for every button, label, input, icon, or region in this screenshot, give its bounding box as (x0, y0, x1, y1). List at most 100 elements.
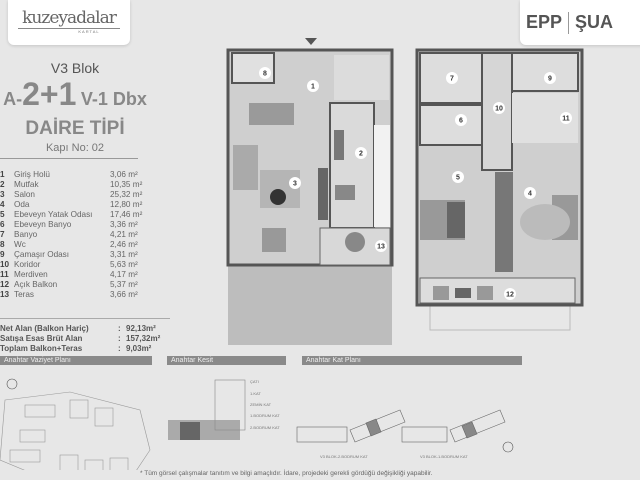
entrance-arrow-icon (305, 38, 317, 45)
floor-plan-lower (415, 48, 584, 331)
brand-logo: kuzeyadalar KARTAL (8, 0, 130, 45)
room-area: 3,31 m² (110, 250, 138, 259)
room-n: 13 (0, 290, 10, 299)
room-n: 8 (0, 240, 5, 249)
total-label: Toplam Balkon+Teras (0, 344, 83, 353)
brand-name: kuzeyadalar (18, 8, 120, 29)
room-marker-number: 3 (293, 181, 297, 188)
compass-icon (502, 441, 514, 453)
disclaimer-note: * Tüm görsel çalışmalar tanıtım ve bilgi… (140, 470, 433, 477)
total-label: Satışa Esas Brüt Alan (0, 334, 83, 343)
room-label: Açık Balkon (14, 280, 58, 289)
key-plan-label: V3 BLOK-2.BODRUM KAT (320, 454, 368, 459)
room-marker (493, 102, 505, 114)
room-area: 2,46 m² (110, 240, 138, 249)
room-n: 10 (0, 260, 10, 269)
room-marker-number: 5 (456, 175, 460, 182)
garden (228, 265, 392, 345)
door-number: Kapı No: 02 (45, 142, 105, 154)
daire-label: DAİRE TİPİ (25, 118, 125, 139)
room-marker-number: 8 (263, 71, 267, 78)
room-marker-number: 13 (377, 244, 385, 251)
room-n: 4 (0, 200, 5, 209)
partner-logos: EPP ŞUA (520, 0, 640, 45)
section-header-vaziyet: Anahtar Vaziyet Planı (0, 356, 152, 365)
room-area: 3,66 m² (110, 290, 138, 299)
floor-plan-upper (226, 48, 394, 345)
total-colon: : (118, 324, 121, 333)
room-area: 5,63 m² (110, 260, 138, 269)
partner-epp: EPP (526, 12, 563, 32)
type-suffix: V-1 Dbx (80, 89, 147, 109)
room-n: 12 (0, 280, 10, 289)
blok-label: V3 Blok (50, 60, 100, 76)
room-n: 3 (0, 190, 5, 199)
partner-sua: ŞUA (575, 12, 614, 32)
total-colon: : (118, 334, 121, 343)
room-row: 12 Açık Balkon 5,37 m² (0, 280, 145, 290)
room-marker (504, 288, 516, 300)
room-n: 11 (0, 270, 9, 279)
room-area: 17,46 m² (110, 210, 143, 219)
room-row: 10 Koridor 5,63 m² (0, 260, 145, 270)
section-header-kat: Anahtar Kat Planı (302, 356, 522, 365)
room-row: 6 Ebeveyn Banyo 3,36 m² (0, 220, 145, 230)
room-area: 10,35 m² (110, 180, 143, 189)
room-n: 6 (0, 220, 5, 229)
total-value: 157,32m² (126, 334, 161, 343)
unit-type: A-2+1 V-1 Dbx (0, 77, 150, 118)
room-row: 11 Merdiven 4,17 m² (0, 270, 145, 280)
divider (568, 12, 570, 34)
room-marker (455, 114, 467, 126)
room-area: 4,17 m² (110, 270, 138, 279)
room-marker-number: 1 (311, 84, 315, 91)
room-label: Mutfak (14, 180, 39, 189)
room-n: 9 (0, 250, 5, 259)
room-marker-number: 6 (459, 118, 463, 125)
compass-icon (6, 378, 18, 390)
room-n: 5 (0, 210, 5, 219)
total-value: 9,03m² (126, 344, 152, 353)
room-n: 2 (0, 180, 5, 189)
room-label: Koridor (14, 260, 41, 269)
level-label: 1.BODRUM KAT (250, 413, 280, 418)
room-area: 3,06 m² (110, 170, 138, 179)
room-marker-number: 4 (528, 191, 532, 198)
room-marker (259, 67, 271, 79)
brand-sub: KARTAL (78, 29, 100, 34)
room-marker-number: 11 (562, 116, 570, 123)
room-label: Ebeveyn Banyo (14, 220, 72, 229)
room-marker-number: 7 (450, 76, 454, 83)
type-main: 2+1 (22, 76, 77, 112)
room-n: 1 (0, 170, 5, 179)
room-label: Merdiven (14, 270, 48, 279)
room-marker (307, 80, 319, 92)
room-label: Banyo (14, 230, 38, 239)
key-plan-label: V3 BLOK-1.BODRUM KAT (420, 454, 468, 459)
room-area: 5,37 m² (110, 280, 138, 289)
section-header-kesit: Anahtar Kesit (167, 356, 286, 365)
section-drawing: ÇATI 1.KAT ZEMİN KAT 1.BODRUM KAT 2.BODR… (168, 379, 280, 440)
unit-title: V3 Blok A-2+1 V-1 Dbx DAİRE TİPİ Kapı No… (0, 60, 150, 159)
room-area: 25,32 m² (110, 190, 143, 199)
room-marker (446, 72, 458, 84)
room-marker-number: 10 (495, 106, 503, 113)
level-label: ÇATI (250, 379, 259, 384)
room-marker (375, 240, 387, 252)
room-area: 3,36 m² (110, 220, 138, 229)
room-label: Oda (14, 200, 30, 209)
total-colon: : (118, 344, 121, 353)
level-label: ZEMİN KAT (250, 402, 272, 407)
area-totals: Net Alan (Balkon Hariç):92,13m² Satışa E… (0, 318, 170, 354)
total-row: Net Alan (Balkon Hariç):92,13m² (0, 324, 170, 334)
total-value: 92,13m² (126, 324, 156, 333)
